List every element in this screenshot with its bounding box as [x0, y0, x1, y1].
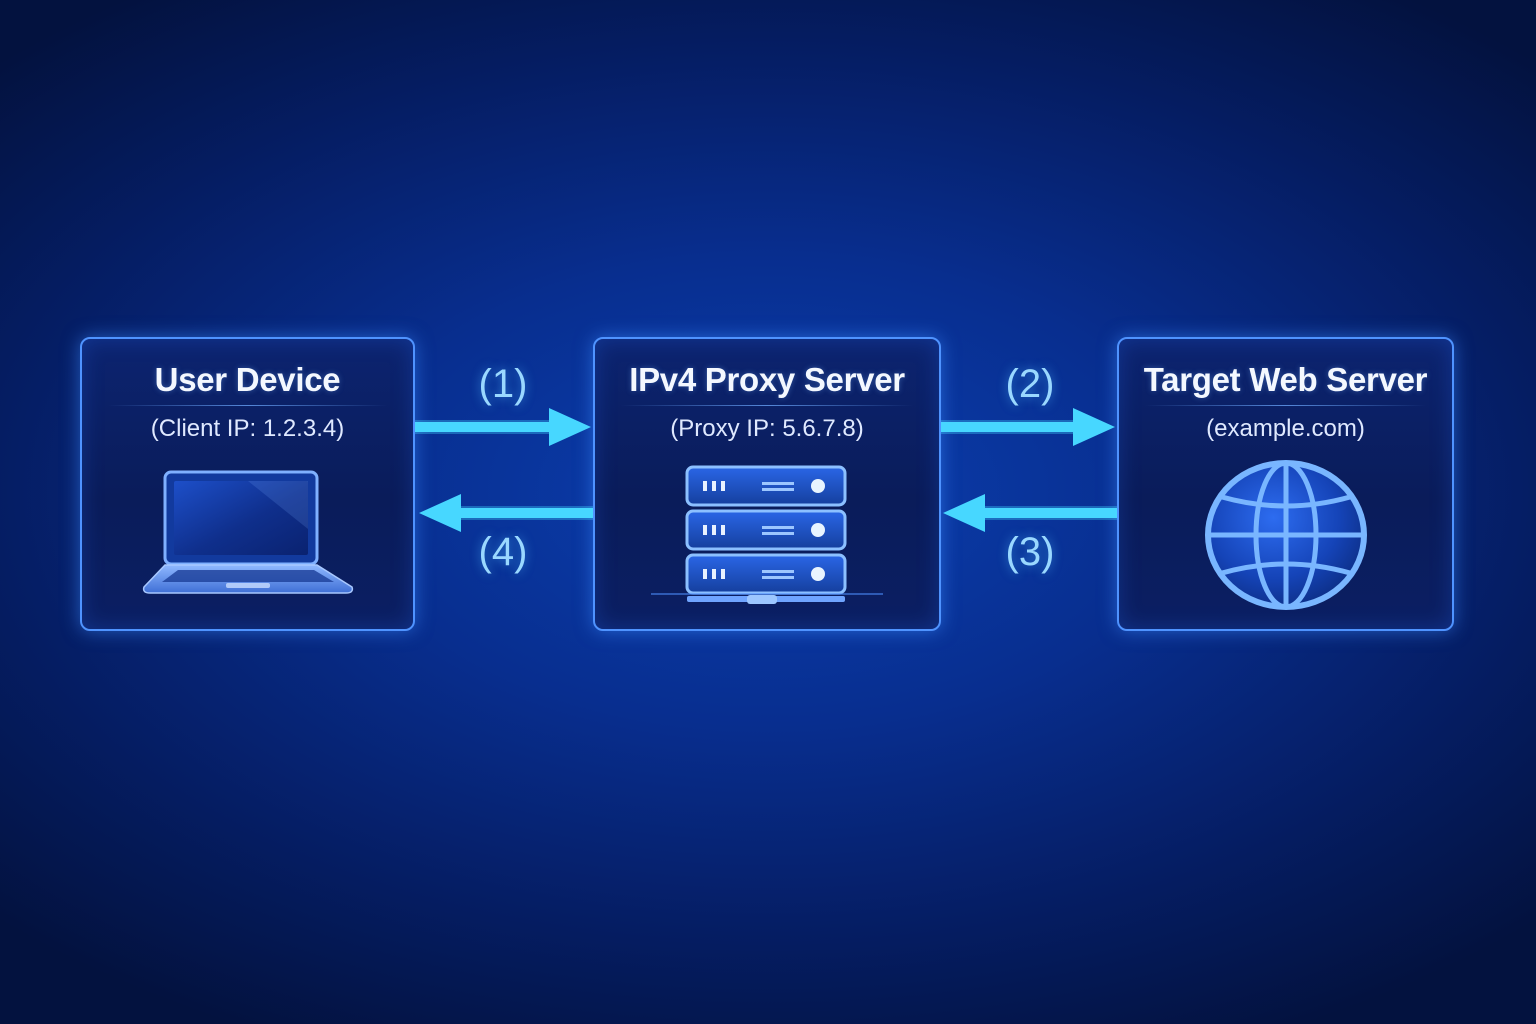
- node-user-device: User Device (Client IP: 1.2.3.4): [80, 337, 415, 631]
- node-subtitle: (Proxy IP: 5.6.7.8): [670, 415, 864, 442]
- node-title: User Device: [154, 361, 341, 398]
- step-label-1: (1): [478, 362, 528, 406]
- arrow-request-proxy-to-target: [941, 408, 1115, 446]
- step-label-3: (3): [1005, 530, 1055, 574]
- step-label-2: (2): [1005, 362, 1055, 406]
- server-rack-icon: [651, 465, 883, 604]
- node-divider: [1145, 405, 1426, 406]
- node-proxy-server: IPv4 Proxy Server (Proxy IP: 5.6.7.8): [593, 337, 941, 631]
- laptop-icon: [142, 470, 353, 594]
- node-title: Target Web Server: [1143, 361, 1428, 398]
- node-title: IPv4 Proxy Server: [629, 361, 905, 398]
- node-divider: [621, 405, 913, 406]
- globe-icon: [1204, 460, 1367, 610]
- step-label-4: (4): [478, 530, 528, 574]
- arrow-response-target-to-proxy: [943, 494, 1117, 532]
- node-target-web-server: Target Web Server (example.com): [1117, 337, 1454, 631]
- arrow-request-client-to-proxy: [415, 408, 591, 446]
- node-divider: [108, 405, 387, 406]
- node-subtitle: (Client IP: 1.2.3.4): [150, 415, 345, 442]
- arrow-response-proxy-to-client: [419, 494, 593, 532]
- node-subtitle: (example.com): [1206, 415, 1365, 442]
